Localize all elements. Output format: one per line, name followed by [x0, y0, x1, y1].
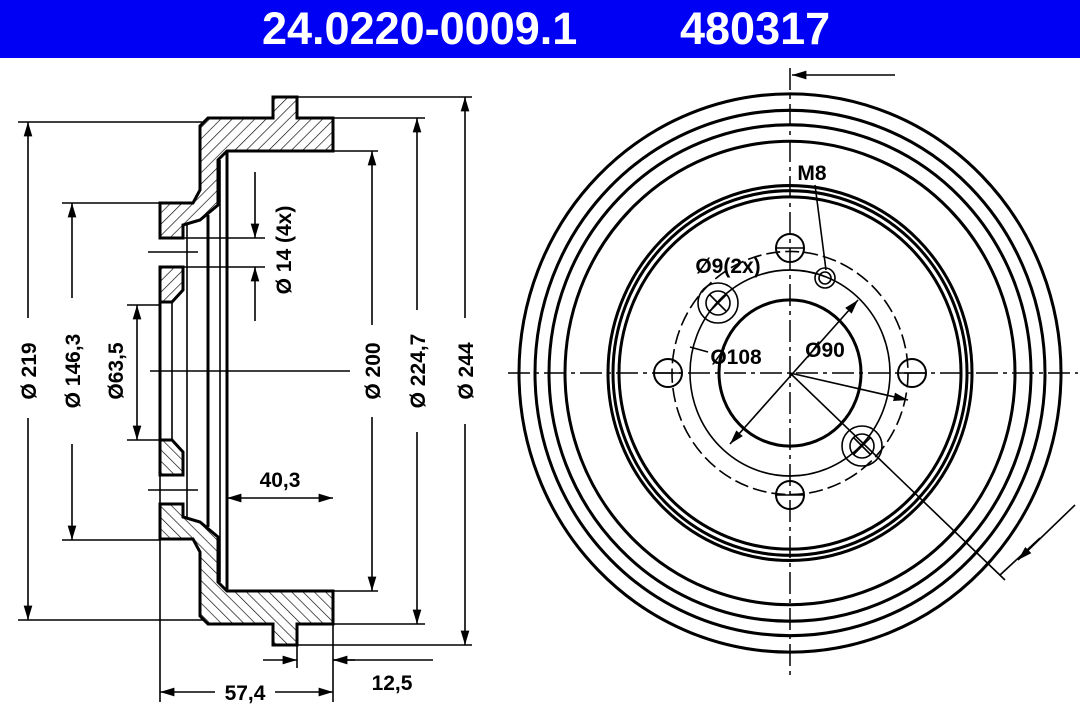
wheel-holes — [653, 233, 927, 510]
drum-section-bottom — [158, 438, 335, 647]
side-section-view: Ø 219 Ø 146,3 Ø63,5 Ø 14 (4x) Ø 200 Ø 22… — [16, 95, 478, 705]
reference-number: 480317 — [680, 3, 831, 54]
front-view: M8 Ø9(2x) Ø108 Ø90 — [508, 68, 1078, 680]
dim-40-3: 40,3 — [260, 469, 301, 492]
label-m8: M8 — [797, 162, 826, 185]
dim-146-3: Ø 146,3 — [62, 334, 85, 409]
label-108: Ø108 — [710, 346, 762, 369]
dim-14-4x: Ø 14 (4x) — [273, 206, 296, 295]
dim-57-4: 57,4 — [225, 682, 266, 705]
title-bar: 24.0220-0009.1 480317 — [0, 0, 1080, 58]
dim-12-5: 12,5 — [372, 672, 413, 695]
dim-219: Ø 219 — [18, 342, 41, 399]
label-90: Ø90 — [805, 339, 845, 362]
dim-224-7: Ø 224,7 — [407, 334, 430, 409]
dim-200: Ø 200 — [362, 342, 385, 399]
drum-section-top — [158, 95, 335, 304]
label-9-2x: Ø9(2x) — [695, 255, 760, 278]
dim-244: Ø 244 — [455, 342, 478, 400]
dim-63-5: Ø63,5 — [105, 342, 128, 400]
part-number: 24.0220-0009.1 — [262, 3, 578, 54]
